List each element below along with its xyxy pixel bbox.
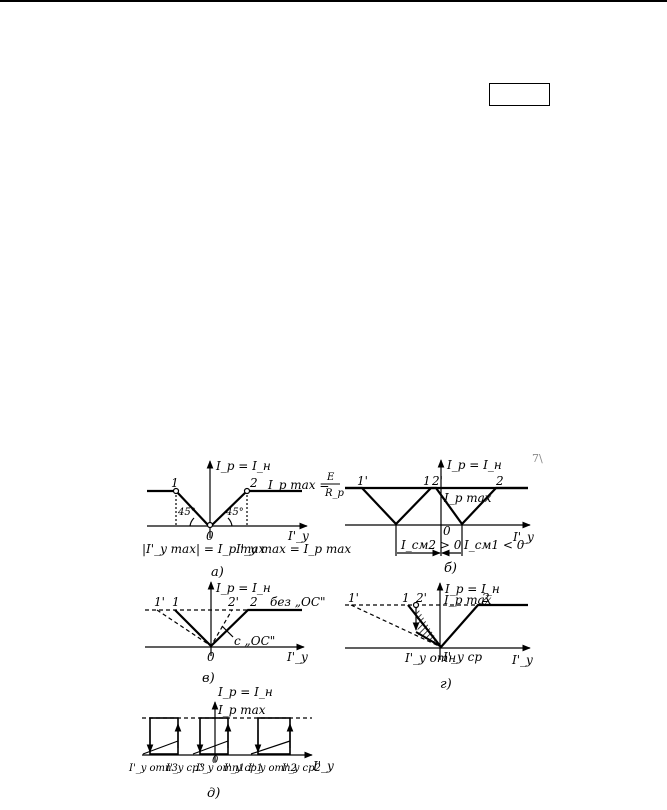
panel-a-ipmax-num: E bbox=[326, 472, 335, 483]
panel-b-y-label: I_p = I_н bbox=[446, 458, 502, 472]
panel-d-iotn: I'_y отн bbox=[404, 651, 456, 665]
panel-e-tick: 0 bbox=[212, 755, 219, 766]
panel-a bbox=[147, 460, 308, 538]
panel-e bbox=[142, 701, 313, 762]
panel-b bbox=[345, 459, 531, 557]
panel-e-x-label: I'_y bbox=[312, 759, 334, 773]
panel-b-origin: 0 bbox=[443, 524, 451, 538]
panel-a-bottom-left: |I'_y max| = I_p max bbox=[142, 542, 265, 556]
panel-d bbox=[345, 582, 531, 660]
panel-c-point-1: 1 bbox=[172, 595, 180, 609]
panel-a-angle-left: 45° bbox=[177, 507, 196, 518]
panel-b-curve-2 bbox=[345, 486, 528, 526]
panel-b-point-2: 2 bbox=[495, 474, 504, 488]
panel-e-y-label: I_p = I_н bbox=[217, 685, 273, 699]
panel-c-without-fb: без „ОС" bbox=[270, 595, 326, 609]
panel-b-caption: б) bbox=[444, 561, 457, 576]
panel-a-ipmax-label: I_p max = bbox=[267, 478, 329, 492]
panel-d-point-2p: 2' bbox=[415, 591, 427, 605]
panel-c-x-label: I'_y bbox=[286, 650, 308, 664]
panel-d-point-1p: 1' bbox=[348, 591, 359, 605]
panel-e-loop-1 bbox=[199, 717, 229, 755]
panel-a-point-1: 1 bbox=[171, 476, 179, 490]
panel-b-point-2p: 2' bbox=[431, 474, 443, 488]
panel-d-x-label: I'_y bbox=[511, 653, 533, 667]
panel-a-y-label: I_p = I_н bbox=[215, 459, 271, 473]
panel-b-x-label: I'_y bbox=[512, 530, 534, 544]
panel-e-caption: д) bbox=[207, 786, 220, 801]
panel-e-tick: I'_y отп2 bbox=[247, 763, 297, 774]
panel-c-with-fb: с „ОС" bbox=[234, 634, 275, 648]
panel-e-tick: I'_y ср3 bbox=[165, 763, 205, 774]
panel-b-icm1: I_см1 < 0 bbox=[463, 538, 525, 552]
panel-a-x-label: I'_y bbox=[287, 529, 309, 543]
panel-d-y-label: I_p = I_н bbox=[444, 582, 500, 596]
margin-mark: 7\ bbox=[532, 452, 543, 465]
panel-c-curve-fb bbox=[156, 609, 233, 647]
panel-e-loop-3 bbox=[149, 717, 179, 755]
panel-a-ipmax-den: R_p bbox=[324, 488, 345, 499]
panel-e-tick: I'_y ср2 bbox=[281, 763, 321, 774]
panel-c-point-2: 2 bbox=[249, 595, 258, 609]
panel-b-ipmax: I_p max bbox=[443, 491, 492, 505]
panel-d-caption: г) bbox=[440, 677, 452, 692]
panel-e-tick: I'_y отп1 bbox=[195, 763, 245, 774]
page-number-box bbox=[489, 83, 550, 106]
panel-e-loop-2 bbox=[257, 717, 291, 755]
panel-b-point-1p: 1' bbox=[357, 474, 368, 488]
panel-a-origin: 0 bbox=[206, 529, 214, 543]
panel-c-curve-no-fb bbox=[174, 608, 302, 648]
panel-e-tick: I'_y отп3 bbox=[128, 763, 178, 774]
panel-b-icm2: I_см2 > 0 bbox=[400, 538, 462, 552]
panel-c-point-2p: 2' bbox=[227, 595, 239, 609]
panel-a-caption: а) bbox=[211, 565, 224, 580]
panel-d-point-1: 1 bbox=[402, 591, 410, 605]
panel-d-isr: I'_y ср bbox=[442, 650, 482, 664]
panel-c bbox=[145, 581, 305, 656]
panel-a-angle-right: 45° bbox=[225, 507, 244, 518]
panel-b-point-1: 1 bbox=[423, 474, 431, 488]
panel-c-point-1p: 1' bbox=[154, 595, 165, 609]
panel-c-y-label: I_p = I_н bbox=[215, 581, 271, 595]
panel-e-tick: I'_y ср1 bbox=[223, 763, 263, 774]
panel-d-ipmax: I_p max bbox=[443, 593, 492, 607]
panel-d-point-2: 2 bbox=[481, 591, 490, 605]
panel-c-origin: 0 bbox=[207, 650, 215, 664]
panel-a-bottom-right: I'_y max = I_p max bbox=[235, 542, 351, 556]
panel-e-ipmax: I_p max bbox=[217, 703, 266, 717]
panel-a-point-2: 2 bbox=[249, 476, 258, 490]
panel-c-caption: в) bbox=[202, 671, 215, 686]
panel-b-curve-1 bbox=[345, 486, 528, 526]
top-rule bbox=[0, 0, 667, 2]
